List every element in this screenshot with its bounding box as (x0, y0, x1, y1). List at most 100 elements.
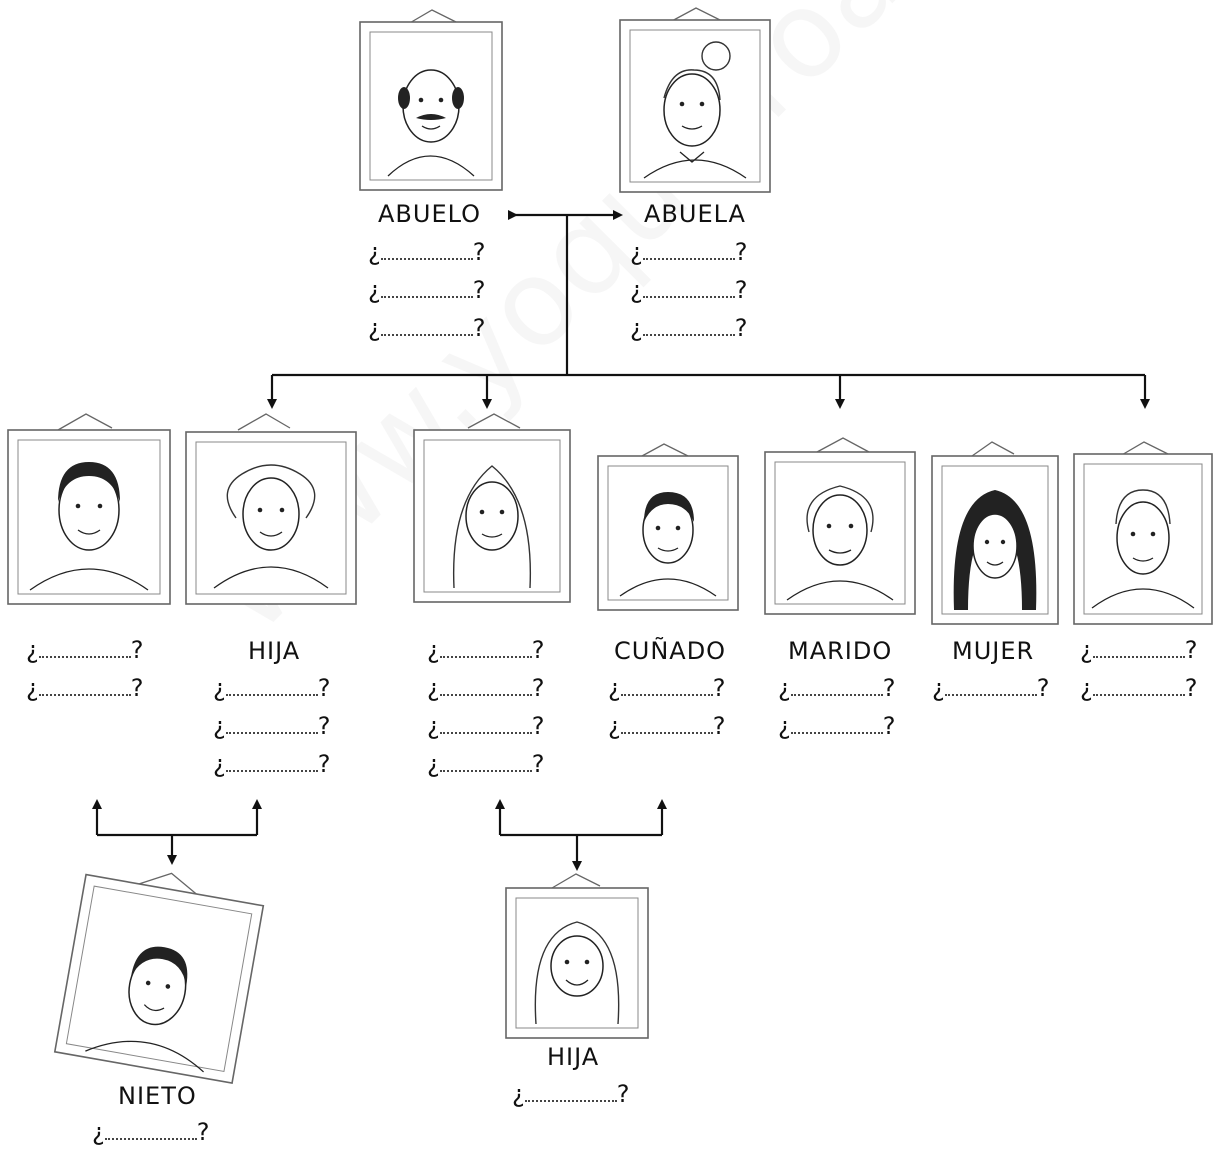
label-nieto: NIETO (118, 1082, 197, 1110)
inverted-question-mark: ¿ (1080, 636, 1093, 664)
inverted-question-mark: ¿ (92, 1118, 105, 1146)
blank-answer-line: ¿? (368, 314, 486, 342)
blank-answer-line: ¿? (213, 712, 331, 740)
portrait-nieto (53, 872, 265, 1084)
portrait-mujer (931, 441, 1059, 625)
label-marido: MARIDO (788, 637, 893, 665)
blank-answer-line: ¿? (213, 674, 331, 702)
blank-answer-line: ¿? (1080, 674, 1198, 702)
portrait-hija-nieta (505, 873, 649, 1039)
dotted-blank (225, 756, 318, 772)
portrait-hijo-3 (1073, 441, 1213, 625)
question-mark: ? (196, 1118, 210, 1146)
dotted-blank (38, 642, 131, 658)
label-hija-top: HIJA (248, 637, 301, 665)
label-cunado: CUÑADO (614, 637, 727, 665)
dotted-blank (642, 320, 735, 336)
inverted-question-mark: ¿ (427, 750, 440, 778)
label-mujer: MUJER (952, 637, 1035, 665)
portrait-marido (764, 437, 916, 615)
question-mark: ? (1184, 636, 1198, 664)
blank-answer-line: ¿? (92, 1118, 210, 1146)
blank-answer-line: ¿? (512, 1080, 630, 1108)
dotted-blank (380, 282, 473, 298)
inverted-question-mark: ¿ (608, 674, 621, 702)
inverted-question-mark: ¿ (932, 674, 945, 702)
dotted-blank (1092, 642, 1185, 658)
dotted-blank (225, 718, 318, 734)
inverted-question-mark: ¿ (213, 674, 226, 702)
dotted-blank (380, 320, 473, 336)
question-mark: ? (531, 712, 545, 740)
inverted-question-mark: ¿ (778, 674, 791, 702)
question-mark: ? (734, 238, 748, 266)
portrait-hijo-1 (7, 413, 171, 605)
inverted-question-mark: ¿ (427, 636, 440, 664)
dotted-blank (439, 718, 532, 734)
portrait-abuela (619, 7, 771, 193)
inverted-question-mark: ¿ (26, 674, 39, 702)
dotted-blank (439, 642, 532, 658)
portrait-cunado (597, 443, 739, 611)
inverted-question-mark: ¿ (512, 1080, 525, 1108)
portrait-hija (185, 413, 357, 605)
dotted-blank (439, 680, 532, 696)
blank-answer-line: ¿? (630, 276, 748, 304)
inverted-question-mark: ¿ (630, 276, 643, 304)
dotted-blank (38, 680, 131, 696)
dotted-blank (620, 680, 713, 696)
inverted-question-mark: ¿ (1080, 674, 1093, 702)
blank-answer-line: ¿? (1080, 636, 1198, 664)
dotted-blank (790, 718, 883, 734)
inverted-question-mark: ¿ (778, 712, 791, 740)
inverted-question-mark: ¿ (368, 314, 381, 342)
blank-answer-line: ¿? (213, 750, 331, 778)
blank-answer-line: ¿? (26, 674, 144, 702)
question-mark: ? (531, 674, 545, 702)
connector-lines (92, 210, 1150, 871)
inverted-question-mark: ¿ (427, 674, 440, 702)
dotted-blank (642, 282, 735, 298)
question-mark: ? (317, 750, 331, 778)
blank-answer-line: ¿? (427, 750, 545, 778)
question-mark: ? (734, 314, 748, 342)
blank-answer-line: ¿? (368, 238, 486, 266)
dotted-blank (225, 680, 318, 696)
question-mark: ? (472, 276, 486, 304)
portrait-abuelo (359, 9, 503, 191)
inverted-question-mark: ¿ (213, 750, 226, 778)
question-mark: ? (317, 712, 331, 740)
question-mark: ? (472, 314, 486, 342)
question-mark: ? (1036, 674, 1050, 702)
inverted-question-mark: ¿ (368, 238, 381, 266)
label-abuelo: ABUELO (378, 200, 482, 228)
dotted-blank (524, 1086, 617, 1102)
question-mark: ? (712, 712, 726, 740)
inverted-question-mark: ¿ (630, 238, 643, 266)
inverted-question-mark: ¿ (608, 712, 621, 740)
dotted-blank (642, 244, 735, 260)
blank-answer-line: ¿? (608, 674, 726, 702)
question-mark: ? (882, 674, 896, 702)
question-mark: ? (734, 276, 748, 304)
question-mark: ? (130, 636, 144, 664)
question-mark: ? (531, 750, 545, 778)
inverted-question-mark: ¿ (26, 636, 39, 664)
question-mark: ? (712, 674, 726, 702)
blank-answer-line: ¿? (630, 238, 748, 266)
dotted-blank (1092, 680, 1185, 696)
blank-answer-line: ¿? (630, 314, 748, 342)
dotted-blank (944, 680, 1037, 696)
inverted-question-mark: ¿ (630, 314, 643, 342)
blank-answer-line: ¿? (778, 712, 896, 740)
label-abuela: ABUELA (644, 200, 746, 228)
question-mark: ? (472, 238, 486, 266)
inverted-question-mark: ¿ (213, 712, 226, 740)
blank-answer-line: ¿? (932, 674, 1050, 702)
blank-answer-line: ¿? (26, 636, 144, 664)
dotted-blank (104, 1124, 197, 1140)
blank-answer-line: ¿? (778, 674, 896, 702)
question-mark: ? (1184, 674, 1198, 702)
blank-answer-line: ¿? (427, 674, 545, 702)
